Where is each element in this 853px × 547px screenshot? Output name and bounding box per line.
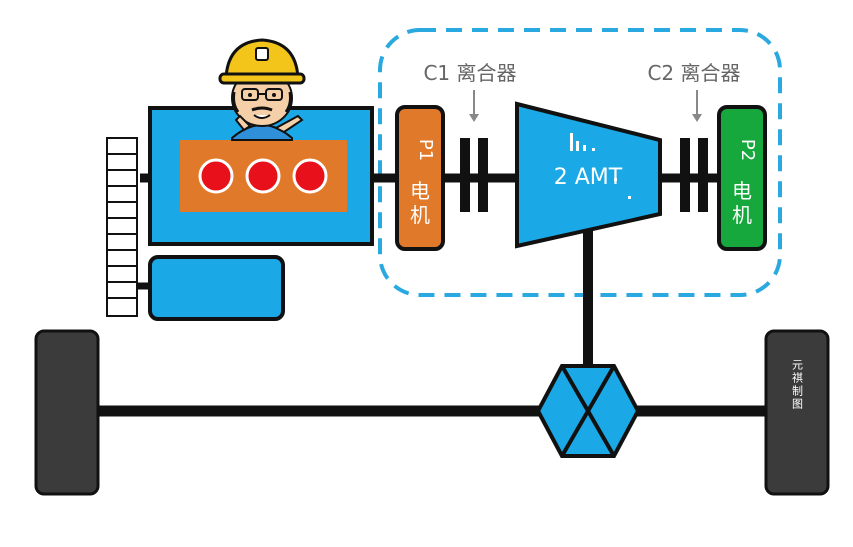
p2-motor bbox=[717, 105, 767, 251]
differential bbox=[535, 364, 641, 458]
p1-motor-label-1: P1 bbox=[415, 139, 436, 161]
cylinder-2 bbox=[245, 158, 281, 194]
c1-clutch bbox=[460, 138, 488, 212]
transmission-module-boundary bbox=[378, 28, 782, 297]
left-wheel bbox=[34, 329, 100, 496]
auxiliary-box bbox=[148, 255, 285, 321]
c2-clutch bbox=[680, 138, 708, 212]
amt-gearbox-label: 2 AMT bbox=[554, 165, 623, 190]
p1-motor-label-3: 机 bbox=[410, 203, 430, 227]
cylinder-1 bbox=[198, 158, 234, 194]
p1-motor-label-2: 电 bbox=[410, 179, 430, 203]
worker-hardhat-mascot-icon bbox=[218, 38, 306, 141]
right-wheel bbox=[764, 329, 830, 496]
p2-motor-label-3: 机 bbox=[732, 203, 752, 227]
down-arrow-icon bbox=[469, 90, 479, 122]
gear-indicator-icon bbox=[570, 133, 631, 199]
p2-motor-label-1: P2 bbox=[737, 139, 758, 161]
radiator-grille bbox=[106, 137, 138, 317]
p1-motor bbox=[395, 105, 445, 251]
cylinder-3 bbox=[292, 158, 328, 194]
c2-clutch-label: C2 离合器 bbox=[647, 61, 740, 85]
amt-gearbox bbox=[515, 101, 662, 249]
down-arrow-icon bbox=[692, 90, 702, 122]
p2-motor-label-2: 电 bbox=[732, 179, 752, 203]
watermark-text: 元祺制图 bbox=[791, 359, 804, 411]
c1-clutch-label: C1 离合器 bbox=[423, 61, 516, 85]
